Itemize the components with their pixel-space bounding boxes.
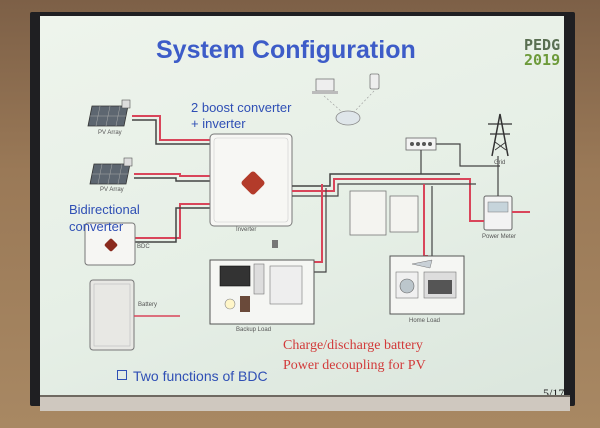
boost-label-line1: 2 boost converter (191, 100, 292, 115)
phone-icon (369, 73, 380, 90)
backup-load-label: Backup Load (236, 327, 272, 333)
pv-array-label: PV Array (100, 187, 124, 193)
battery-icon (89, 279, 180, 351)
backup-load-box (209, 259, 315, 325)
power-meter-label: Power Meter (482, 234, 517, 240)
bullet-box-icon (117, 370, 127, 380)
pv-panel-icon (89, 157, 133, 185)
bdc-label: BDC (137, 244, 150, 250)
slide-title: System Configuration (156, 36, 416, 64)
pv-panel-icon (87, 99, 131, 127)
laptop-icon (312, 78, 338, 94)
logo-text: PEDG (524, 36, 561, 54)
function-2: Power decoupling for PV (283, 358, 426, 373)
boost-label-line2: + inverter (191, 116, 246, 131)
bdc-functions-bullet: Two functions of BDC (117, 368, 268, 384)
grid-label: Grid (494, 160, 506, 166)
battery-label: Battery (138, 302, 158, 308)
logo-year: 2019 (524, 51, 561, 69)
bullet-text: Two functions of BDC (133, 368, 268, 384)
power-meter-icon (483, 195, 513, 231)
home-load-label: Home Load (409, 318, 441, 324)
bdc-label-line2: converter (69, 219, 124, 234)
pv-array-label: PV Array (98, 130, 122, 136)
inverter-label: Inverter (236, 227, 257, 233)
dc-wires (132, 115, 210, 243)
bdc-icon (84, 222, 136, 266)
bdc-label-line1: Bidirectional (69, 202, 140, 217)
home-load-box (389, 255, 465, 315)
function-1: Charge/discharge battery (283, 338, 423, 353)
slide: System Configuration PEDG 2019 (40, 16, 564, 398)
wifi-stick-icon (272, 240, 278, 248)
switch-box-icon (405, 137, 437, 151)
system-diagram (84, 73, 530, 351)
screen-bottom-bar (40, 395, 570, 411)
grid-tower-icon (488, 113, 512, 157)
cloud-icon (323, 90, 375, 126)
pedg-logo: PEDG 2019 (524, 38, 564, 68)
ac-wires (290, 143, 530, 273)
inverter-icon (209, 133, 293, 227)
